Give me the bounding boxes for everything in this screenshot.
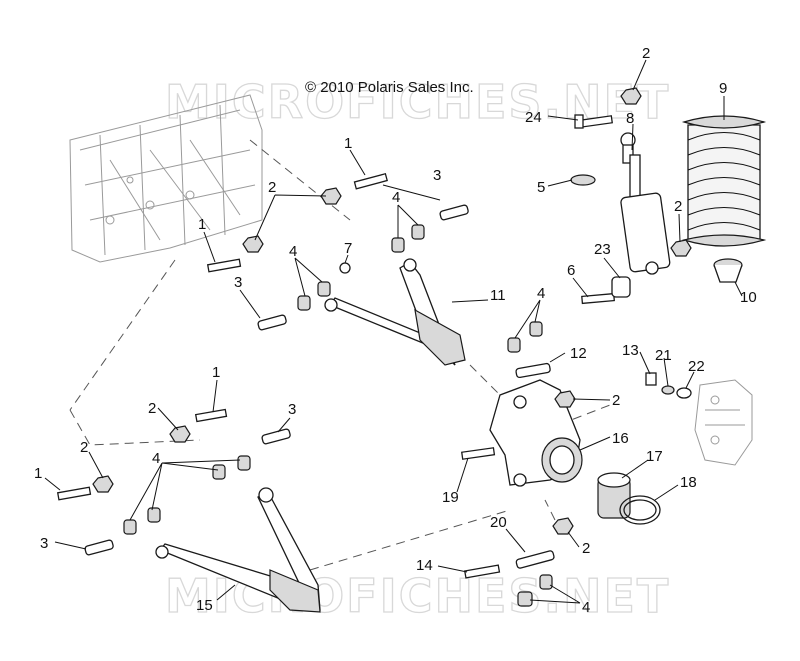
frame-ghost bbox=[69, 94, 263, 263]
bushing bbox=[411, 224, 425, 240]
callout-2: 2 bbox=[612, 392, 620, 409]
nut bbox=[242, 235, 264, 253]
callout-24: 24 bbox=[525, 109, 542, 126]
callout-1: 1 bbox=[34, 465, 42, 482]
callout-2: 2 bbox=[80, 439, 88, 456]
callout-13: 13 bbox=[622, 342, 639, 359]
leader-lines bbox=[44, 59, 743, 604]
callout-15: 15 bbox=[196, 597, 213, 614]
pin bbox=[439, 204, 469, 221]
callout-12: 12 bbox=[570, 345, 587, 362]
washer bbox=[570, 174, 596, 186]
callout-4: 4 bbox=[152, 450, 160, 467]
callout-4: 4 bbox=[582, 599, 590, 616]
coil-spring bbox=[681, 115, 767, 247]
knuckle-housing bbox=[489, 379, 583, 487]
callout-7: 7 bbox=[344, 240, 352, 257]
callout-2: 2 bbox=[582, 540, 590, 557]
callout-16: 16 bbox=[612, 430, 629, 447]
callout-1: 1 bbox=[198, 216, 206, 233]
callout-22: 22 bbox=[688, 358, 705, 375]
lower-a-arm bbox=[155, 487, 321, 613]
callout-3: 3 bbox=[234, 274, 242, 291]
snap-ring bbox=[619, 495, 661, 525]
wheel-bearing bbox=[597, 472, 631, 519]
callout-5: 5 bbox=[537, 179, 545, 196]
callout-2: 2 bbox=[148, 400, 156, 417]
spring-retainer bbox=[713, 258, 743, 283]
callout-labels: 2 9 24 8 1 3 2 4 5 2 1 4 7 23 3 6 10 11 … bbox=[34, 45, 757, 616]
hardware-group bbox=[56, 87, 692, 607]
callout-2: 2 bbox=[674, 198, 682, 215]
callout-4: 4 bbox=[392, 189, 400, 206]
callout-20: 20 bbox=[490, 514, 507, 531]
callout-9: 9 bbox=[719, 80, 727, 97]
callout-18: 18 bbox=[680, 474, 697, 491]
callout-3: 3 bbox=[288, 401, 296, 418]
callout-17: 17 bbox=[646, 448, 663, 465]
callout-2: 2 bbox=[268, 179, 276, 196]
callout-23: 23 bbox=[594, 241, 611, 258]
callout-14: 14 bbox=[416, 557, 433, 574]
copyright-text: © 2010 Polaris Sales Inc. bbox=[305, 79, 474, 96]
callout-11: 11 bbox=[490, 287, 506, 304]
nut bbox=[620, 87, 642, 105]
alignment-lines bbox=[69, 139, 611, 571]
grease-fitting bbox=[339, 262, 351, 274]
brake-caliper-ghost bbox=[694, 379, 753, 466]
callout-4: 4 bbox=[537, 285, 545, 302]
callout-1: 1 bbox=[344, 135, 352, 152]
callout-2: 2 bbox=[642, 45, 650, 62]
callout-8: 8 bbox=[626, 110, 634, 127]
callout-6: 6 bbox=[567, 262, 575, 279]
callout-21: 21 bbox=[655, 347, 672, 364]
callout-10: 10 bbox=[740, 289, 757, 306]
callout-4: 4 bbox=[289, 243, 297, 260]
callout-1: 1 bbox=[212, 364, 220, 381]
bushing bbox=[391, 237, 405, 253]
upper-a-arm bbox=[324, 258, 466, 366]
callout-3: 3 bbox=[433, 167, 441, 184]
bolt bbox=[353, 172, 388, 190]
shock-absorber bbox=[620, 132, 671, 275]
callout-19: 19 bbox=[442, 489, 459, 506]
callout-3: 3 bbox=[40, 535, 48, 552]
